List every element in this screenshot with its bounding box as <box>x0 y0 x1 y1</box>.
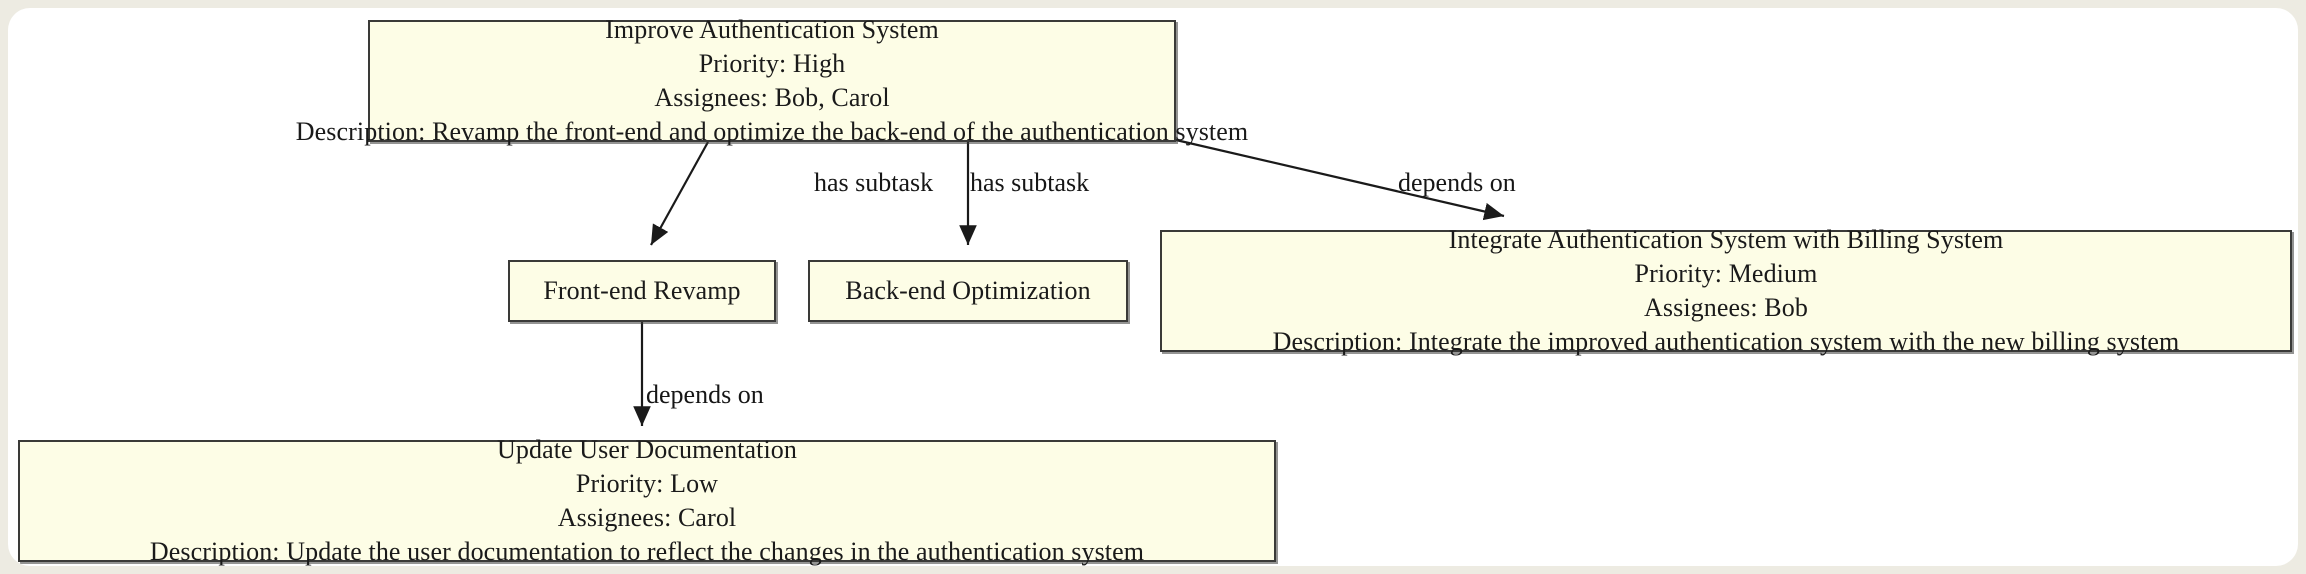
node-title: Integrate Authentication System with Bil… <box>1448 225 2004 255</box>
node-back-end-optimization[interactable]: Back-end Optimization <box>808 260 1128 322</box>
node-description: Description: Revamp the front-end and op… <box>295 116 1249 146</box>
edge-label-depends-on-integrate: depends on <box>1398 168 1516 197</box>
node-improve-authentication-system[interactable]: Improve Authentication System Priority: … <box>296 15 1248 145</box>
edge-label-depends-on-update: depends on <box>646 380 764 409</box>
node-update-user-documentation[interactable]: Update User Documentation Priority: Low … <box>18 435 1276 566</box>
node-integrate-authentication-with-billing[interactable]: Integrate Authentication System with Bil… <box>1160 225 2292 356</box>
node-title: Update User Documentation <box>497 435 797 465</box>
edge-label-has-subtask-frontend: has subtask <box>814 168 934 197</box>
node-front-end-revamp[interactable]: Front-end Revamp <box>508 260 776 322</box>
node-priority: Priority: Low <box>575 469 719 499</box>
node-description: Description: Integrate the improved auth… <box>1272 326 2180 356</box>
node-description: Description: Update the user documentati… <box>149 536 1145 566</box>
node-priority: Priority: Medium <box>1634 259 1818 289</box>
node-title: Front-end Revamp <box>543 276 741 306</box>
node-title: Back-end Optimization <box>845 276 1091 306</box>
node-assignees: Assignees: Bob <box>1644 293 1808 322</box>
node-title: Improve Authentication System <box>605 15 939 45</box>
node-priority: Priority: High <box>698 49 846 79</box>
node-assignees: Assignees: Carol <box>557 503 737 532</box>
node-assignees: Assignees: Bob, Carol <box>654 83 890 112</box>
diagram-canvas: Improve Authentication System Priority: … <box>8 8 2298 566</box>
edge-label-has-subtask-backend: has subtask <box>970 168 1090 197</box>
diagram-graph: Improve Authentication System Priority: … <box>8 8 2298 566</box>
edge-improve-to-frontend <box>650 141 709 246</box>
